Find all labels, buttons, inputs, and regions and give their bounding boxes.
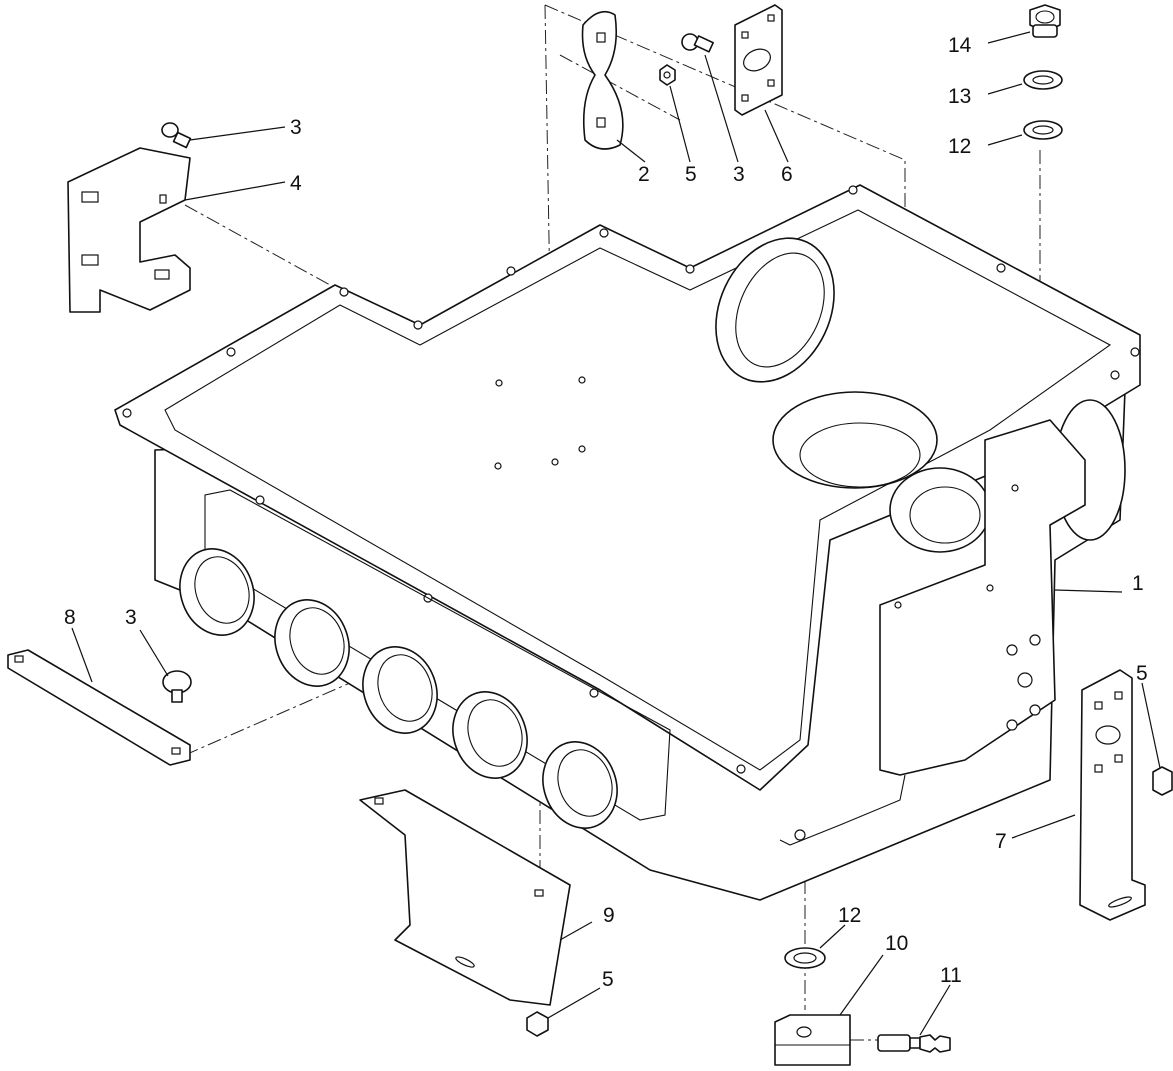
outlet-tubes xyxy=(179,548,618,829)
callout-3-top: 3 xyxy=(733,163,745,186)
callout-2: 2 xyxy=(638,163,650,186)
callout-13: 13 xyxy=(948,85,971,108)
hardware-bottom xyxy=(7,649,1173,1066)
callout-labels: 14 13 12 3 4 2 5 3 6 1 8 3 5 7 9 12 10 1… xyxy=(64,34,1148,991)
bracket-part-4 xyxy=(67,147,191,313)
callout-3-bracket: 3 xyxy=(290,116,302,139)
callout-6: 6 xyxy=(781,163,793,186)
hardware-top xyxy=(161,4,1063,150)
callout-5-bottom: 5 xyxy=(602,968,614,991)
callout-12-top: 12 xyxy=(948,135,971,158)
callout-4: 4 xyxy=(290,172,302,195)
callout-5-top: 5 xyxy=(685,163,697,186)
callout-10: 10 xyxy=(885,932,908,955)
callout-9: 9 xyxy=(603,904,615,927)
leader-lines xyxy=(71,31,1161,1036)
callout-3-lower: 3 xyxy=(125,606,137,629)
callout-8: 8 xyxy=(64,606,76,629)
callout-11: 11 xyxy=(940,964,962,987)
callout-7: 7 xyxy=(995,830,1007,853)
callout-1: 1 xyxy=(1132,572,1144,595)
tank-part-1 xyxy=(114,184,1141,901)
callout-14: 14 xyxy=(948,34,972,57)
callout-5-right: 5 xyxy=(1136,662,1148,685)
callout-12-bottom: 12 xyxy=(838,904,861,927)
